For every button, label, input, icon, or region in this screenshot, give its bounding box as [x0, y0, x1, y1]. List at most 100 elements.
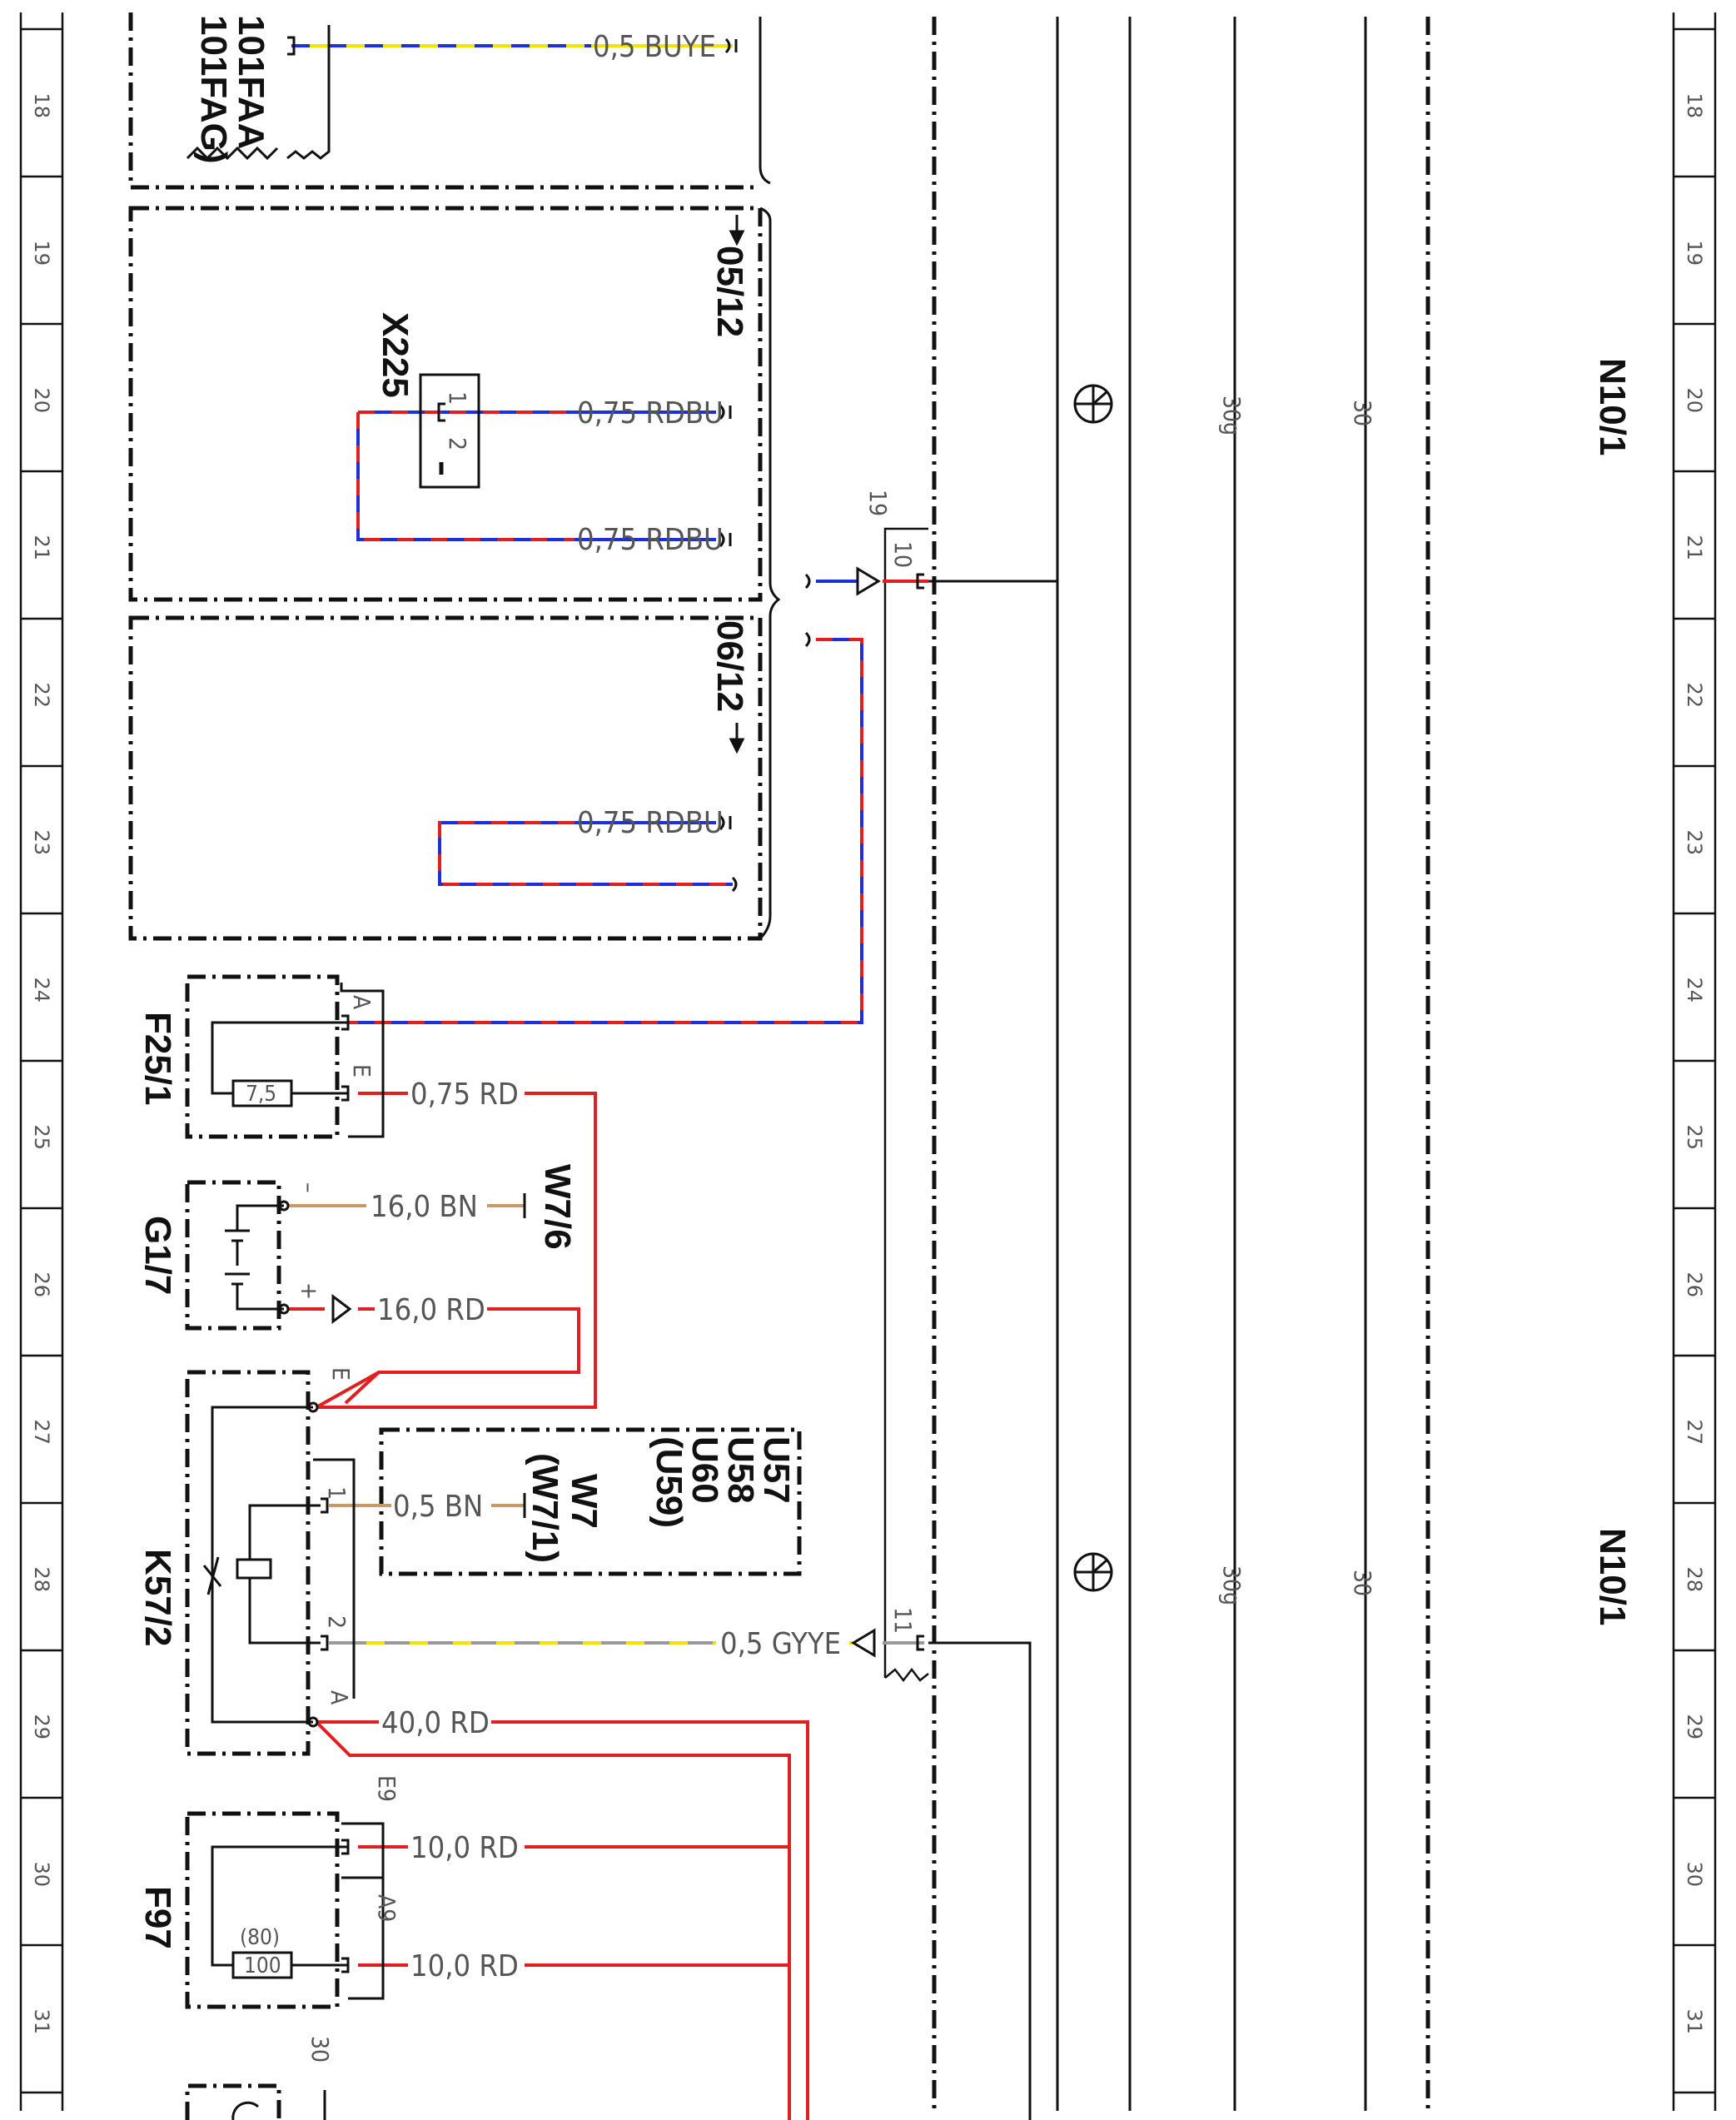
connector-19-housing: [883, 527, 929, 1683]
wire-label-rd-10a: 10,0 RD: [410, 1831, 519, 1865]
grid-row-label: 31: [30, 2009, 53, 2035]
x225-pin2: 2: [444, 437, 471, 450]
f97-border: [185, 1811, 340, 2009]
wire-label-bn-16: 16,0 BN: [371, 1190, 478, 1224]
top-module-border: [128, 12, 756, 190]
ref-arrows: [729, 215, 745, 754]
connector-triangle-pin11: [851, 1628, 876, 1658]
module-05-12-border: [128, 206, 763, 602]
grid-row-label: 24: [30, 978, 53, 1003]
grid-row-label: 28: [1683, 1567, 1706, 1593]
ground-symbol-lower: [1073, 1552, 1113, 1592]
grid-row-ticks: [21, 27, 1715, 2094]
module-label-101fag: 101FAG): [193, 15, 234, 164]
ground-symbol-upper: [1073, 384, 1113, 424]
module-label-101faa: 101FAA: [231, 15, 271, 149]
grid-row-label: 19: [1683, 241, 1706, 266]
connector-19-label: 19: [864, 490, 892, 516]
grid-row-label: 21: [1683, 535, 1706, 561]
wire-label-rd-075: 0,75 RD: [410, 1077, 519, 1112]
w7-label: W7: [564, 1474, 604, 1529]
g1-7-label: G1/7: [137, 1216, 178, 1295]
k57-pin-2: 2: [323, 1615, 351, 1629]
bus-30-lower: 30: [1349, 1570, 1376, 1596]
grid-row-label: 22: [1683, 683, 1706, 709]
component-labels: 101FAA 101FAG) X225 05/12 06/12 F25/1 G1…: [137, 15, 1633, 1949]
grid-row-label: 30: [30, 1862, 53, 1888]
bottom-pin-30: 30: [306, 2036, 334, 2063]
grid-row-label: 31: [1683, 2009, 1706, 2035]
connector-triangle-pin10: [856, 566, 881, 596]
g1-7-border: [185, 1180, 281, 1331]
grid-row-label: 23: [1683, 830, 1706, 856]
module-06-12-border: [128, 615, 763, 941]
grid-row-label: 19: [30, 241, 53, 266]
bus-30-upper: 30: [1349, 400, 1376, 426]
g17-plus: +: [296, 1282, 323, 1300]
grid-row-label: 29: [30, 1714, 53, 1740]
bus-lines: [1056, 17, 1367, 2111]
fuse-ratings: 7,5 100 (80): [240, 1082, 281, 1978]
wire-label-buye: 0,5 BUYE: [593, 30, 716, 64]
module-borders: [128, 12, 1430, 2120]
grid-row-label: 18: [30, 93, 53, 119]
bus-30g-lower: 30g: [1218, 1565, 1246, 1605]
triangle-connectors: [331, 566, 881, 1658]
u58-label: U58: [720, 1436, 761, 1504]
wire-label-rd-10b: 10,0 RD: [410, 1949, 519, 1983]
n10-1-upper-label: N10/1: [1592, 358, 1633, 455]
pin-10-label: 10: [889, 541, 917, 568]
ref-06-12: 06/12: [709, 620, 750, 712]
pin-11-label: 11: [889, 1607, 917, 1634]
grid-row-label: 29: [1683, 1714, 1706, 1740]
w7-1-label: (W7/1): [525, 1453, 565, 1563]
grid-row-label: 23: [30, 830, 53, 856]
wire-end-ticks: [719, 37, 811, 893]
grid-row-label: 27: [30, 1420, 53, 1446]
wire-label-bn-05: 0,5 BN: [393, 1490, 483, 1524]
wire-label-rdbu-3: 0,75 RDBU: [577, 806, 724, 840]
f97-rating: 100: [244, 1953, 281, 1978]
k57-2-label: K57/2: [137, 1549, 178, 1646]
grid-row-label: 20: [1683, 388, 1706, 414]
grid-row-label: 22: [30, 683, 53, 709]
connector-triangle-g17: [331, 1294, 352, 1324]
wire-label-rdbu-2: 0,75 RDBU: [577, 523, 724, 557]
f97-pin-a9: A9: [373, 1894, 400, 1922]
u60-label: U60: [684, 1436, 725, 1504]
bus-30g-upper: 30g: [1218, 396, 1246, 435]
grid-row-label: 25: [30, 1125, 53, 1151]
f25-1-label: F25/1: [137, 1012, 178, 1106]
grid-row-label: 28: [30, 1567, 53, 1593]
f25-pin-e: E: [348, 1064, 376, 1077]
u57-label: U57: [756, 1436, 797, 1504]
grid-row-label: 27: [1683, 1420, 1706, 1446]
wire-label-rdbu-1: 0,75 RDBU: [577, 396, 724, 430]
f97-rating-alt: (80): [240, 1925, 280, 1950]
internal-wiring: [186, 25, 480, 2120]
bottom-module-border: [185, 2083, 281, 2120]
g17-minus: –: [296, 1182, 323, 1193]
f25-pin-a: A: [348, 995, 376, 1010]
u-group-border: [379, 1427, 802, 1576]
x225-label: X225: [375, 312, 415, 398]
f97-pin-e9: E9: [373, 1775, 400, 1802]
k57-pin-a: A: [326, 1690, 353, 1705]
wire-label-rd-16: 16,0 RD: [377, 1293, 485, 1327]
u59-label: (U59): [649, 1436, 689, 1528]
wire-label-gyye: 0,5 GYYE: [720, 1627, 841, 1661]
grid-row-label: 26: [30, 1272, 53, 1298]
f25-1-border: [185, 974, 340, 1139]
n10-1-lower-label: N10/1: [1592, 1528, 1633, 1625]
f97-label: F97: [137, 1886, 178, 1949]
module-braces: [759, 17, 781, 940]
grid-row-label: 18: [1683, 93, 1706, 119]
wire-labels: 0,5 BUYE 0,75 RDBU 0,75 RDBU 0,75 RDBU 0…: [371, 30, 841, 1983]
grid-row-label: 20: [30, 388, 53, 414]
pin-labels: 1 2 A E – + E 1 2 A E9 A9 30 19 10 11 30…: [296, 391, 1376, 2063]
f25-rating: 7,5: [246, 1082, 276, 1107]
wire-label-rd-40: 40,0 RD: [381, 1706, 490, 1740]
grid-row-label: 26: [1683, 1272, 1706, 1298]
